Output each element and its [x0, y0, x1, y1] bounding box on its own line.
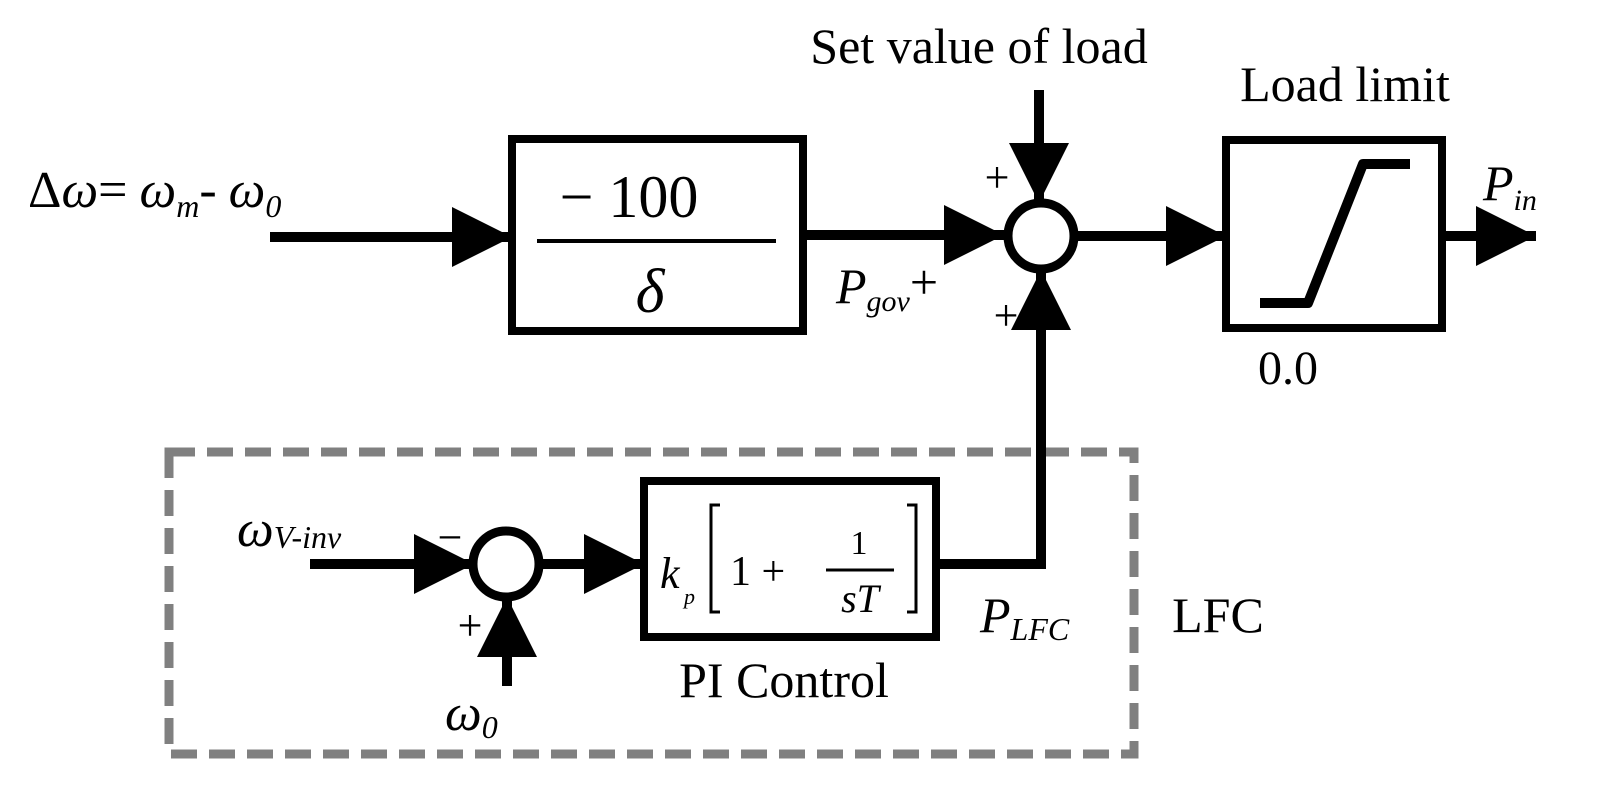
- pi-k-sub: p: [682, 584, 695, 609]
- pi-right-bracket: [907, 503, 918, 614]
- summing-junction-lfc: [468, 526, 544, 602]
- gain-denominator: δ: [636, 258, 666, 326]
- setpoint-sign: +: [985, 153, 1010, 202]
- gain-numerator: − 100: [560, 164, 699, 230]
- pi-left-bracket: [709, 503, 720, 614]
- limiter-min-label: 0.0: [1258, 342, 1318, 395]
- junction-bottom-sign: +: [994, 291, 1019, 340]
- lfc-label: LFC: [1172, 587, 1264, 643]
- lfc-region: [164, 447, 1139, 759]
- pi-one-plus: 1 +: [730, 549, 785, 595]
- plfc-feedback-path: [936, 270, 1071, 569]
- limiter-title: Load limit: [1240, 56, 1450, 112]
- saturation-icon: [1260, 159, 1410, 308]
- plfc-label: PLFC: [979, 587, 1070, 647]
- lfc-ref-label: ω0: [445, 685, 498, 745]
- pi-k: k: [660, 549, 681, 598]
- pi-control-block: [640, 477, 940, 641]
- pi-frac-den: sT: [841, 576, 882, 621]
- setpoint-label: Set value of load: [810, 18, 1147, 74]
- summing-junction-main: [1003, 198, 1079, 274]
- output-label: Pin: [1482, 155, 1537, 217]
- pgov-label: Pgov+: [835, 254, 938, 318]
- input-equation: Δω=ωm-ω0: [28, 162, 281, 224]
- pi-control-label: PI Control: [679, 652, 889, 708]
- lfc-ref-sign: +: [458, 601, 483, 650]
- lfc-input-label: ωV-inv: [237, 501, 342, 558]
- pi-frac-num: 1: [851, 525, 868, 562]
- lfc-input-sign: −: [438, 513, 463, 562]
